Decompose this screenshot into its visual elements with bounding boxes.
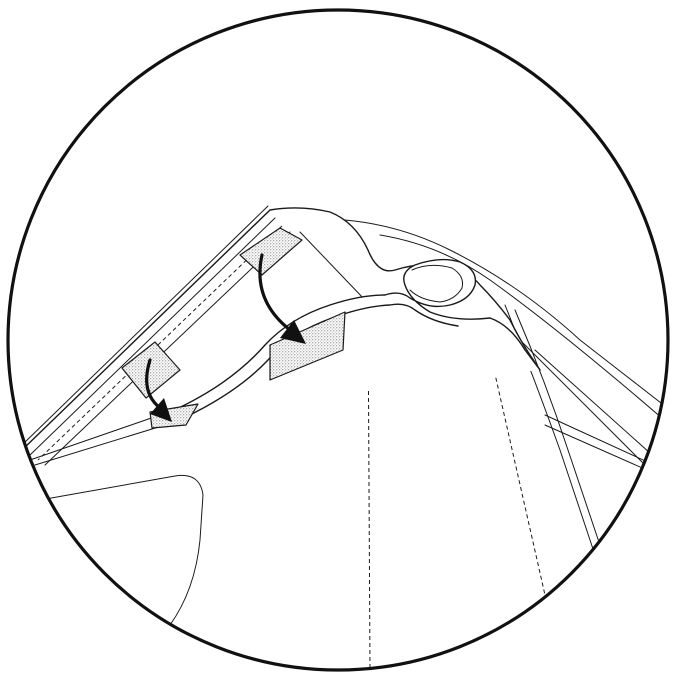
right-strap-line-2 [535,350,660,462]
lower-panel-outline [40,475,203,625]
roof-edge-outer [22,206,268,445]
right-strap-line-1 [520,340,650,470]
right-strap-line-3 [545,415,665,470]
velcro-patch-lower-roof [122,342,180,398]
velcro-patch-upper-roof [240,228,302,275]
drawing-content [22,206,670,670]
strap-band [170,260,540,422]
